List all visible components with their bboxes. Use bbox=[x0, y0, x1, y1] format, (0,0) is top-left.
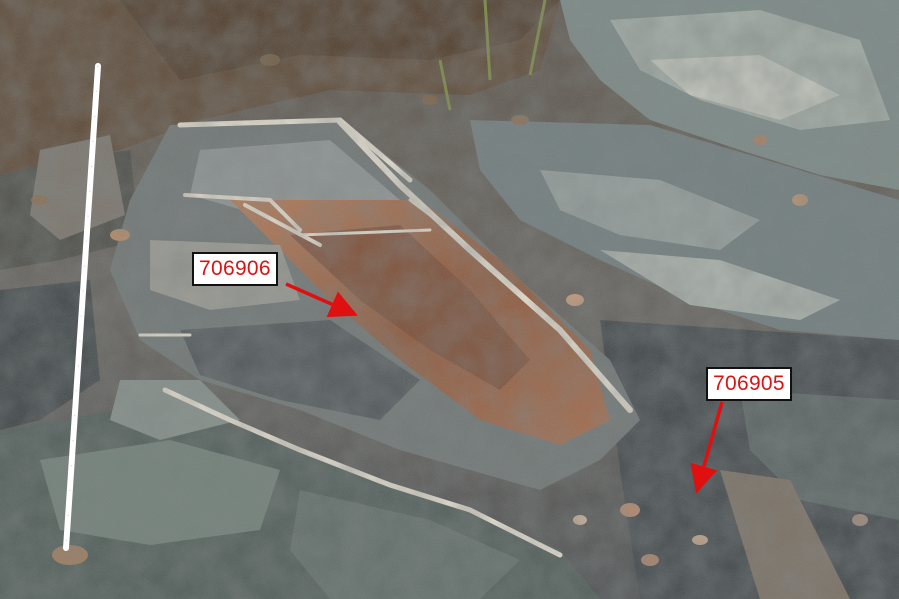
sample-label-706905: 706905 bbox=[706, 367, 792, 401]
measuring-staff bbox=[63, 63, 101, 551]
sample-label-706906: 706906 bbox=[192, 252, 278, 286]
